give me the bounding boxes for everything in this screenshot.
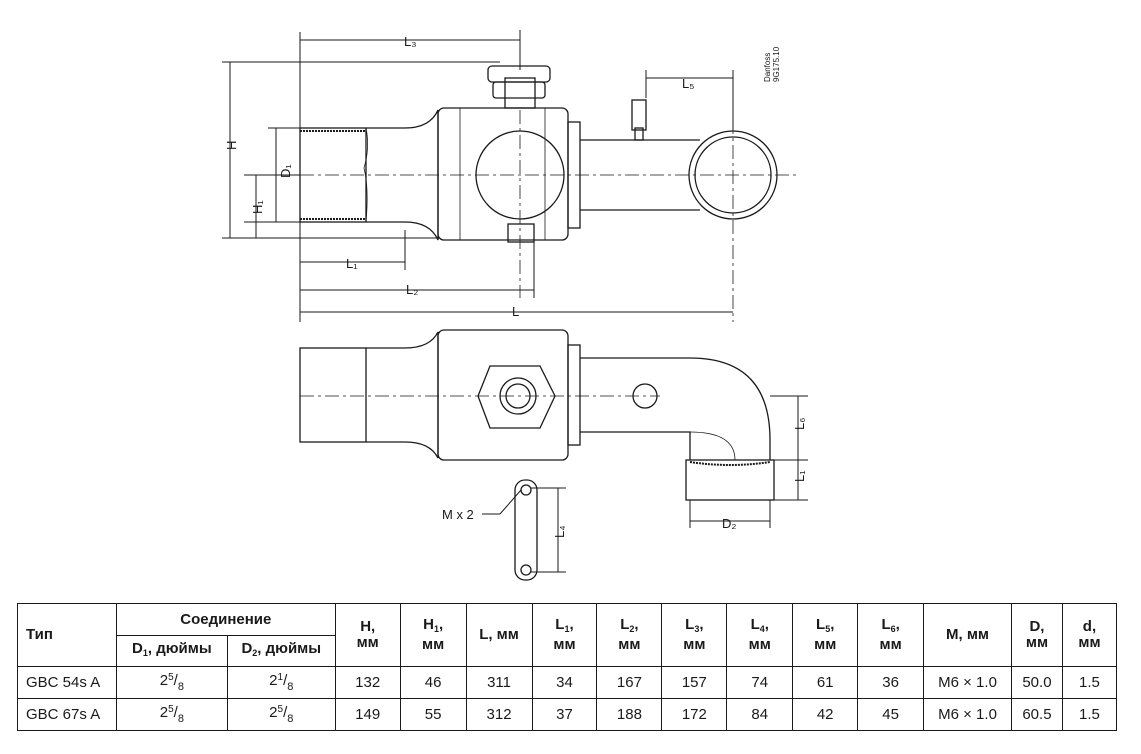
header-h1: H1,мм xyxy=(399,603,467,667)
cell-d2: 21/8 xyxy=(226,666,336,699)
dim-label-l2: L₂ xyxy=(406,282,418,297)
cell-value: M6 × 1.0 xyxy=(923,698,1012,731)
cell-value: 45 xyxy=(857,698,925,731)
cell-type: GBC 67s A xyxy=(17,698,117,731)
header-l2: L2,мм xyxy=(596,603,663,667)
drawing-code-line2: 9G175.10 xyxy=(772,46,781,82)
cell-type: GBC 54s A xyxy=(17,666,117,699)
header-type: Тип xyxy=(17,603,117,667)
cell-value: 61 xyxy=(792,666,859,699)
header-d1: D1, дюймы xyxy=(115,635,228,667)
dim-label-h1: H₁ xyxy=(250,200,265,214)
cell-value: 149 xyxy=(334,698,401,731)
dim-label-l4: L₄ xyxy=(552,525,567,538)
header-l3: L3,мм xyxy=(661,603,728,667)
dim-label-m: M x 2 xyxy=(442,507,474,522)
header-row: Тип Соединение H,мм H1,мм L, мм L1,мм L2… xyxy=(17,603,1118,667)
header-d-small: d,мм xyxy=(1061,603,1118,667)
header-connection: Соединение xyxy=(115,603,336,636)
cell-value: 34 xyxy=(531,666,598,699)
cell-value: M6 × 1.0 xyxy=(923,666,1012,699)
dim-label-l3: L₃ xyxy=(404,34,417,49)
header-l5: L5,мм xyxy=(792,603,859,667)
cell-value: 74 xyxy=(726,666,794,699)
table-row: GBC 54s A 25/8 21/8 132 46 311 34 167 15… xyxy=(17,666,1118,699)
cell-d1: 25/8 xyxy=(115,698,228,731)
cell-value: 312 xyxy=(465,698,533,731)
dim-label-l6: L₆ xyxy=(792,418,807,430)
dim-label-h: H xyxy=(224,141,239,150)
header-m: M, мм xyxy=(923,603,1012,667)
header-l1: L1,мм xyxy=(531,603,598,667)
dim-label-d2: D₂ xyxy=(722,516,736,531)
cell-value: 50.0 xyxy=(1010,666,1063,699)
cell-value: 188 xyxy=(596,698,663,731)
cell-value: 167 xyxy=(596,666,663,699)
table-row: GBC 67s A 25/8 25/8 149 55 312 37 188 17… xyxy=(17,698,1118,731)
cell-d1: 25/8 xyxy=(115,666,228,699)
dim-label-l1: L₁ xyxy=(346,256,358,271)
cell-value: 157 xyxy=(661,666,728,699)
header-d: D,мм xyxy=(1010,603,1063,667)
subheader-row: D1, дюймы D2, дюймы xyxy=(18,635,1117,667)
cell-value: 84 xyxy=(726,698,794,731)
drawing-code-line1: Danfoss xyxy=(763,53,772,82)
top-view xyxy=(299,329,808,528)
cell-value: 172 xyxy=(661,698,728,731)
header-d2: D2, дюймы xyxy=(226,635,336,667)
header-h: H,мм xyxy=(334,603,401,667)
valve-technical-drawing: L₃ L₅ H D₁ H₁ L₁ L₂ L L₆ L₁ D₂ L₄ M x 2 … xyxy=(222,30,808,581)
cell-value: 55 xyxy=(399,698,467,731)
cell-value: 1.5 xyxy=(1061,698,1118,731)
cell-value: 1.5 xyxy=(1061,666,1118,699)
header-l: L, мм xyxy=(465,603,533,667)
dim-label-d1: D₁ xyxy=(278,164,293,178)
cell-value: 36 xyxy=(857,666,925,699)
dim-label-l5: L₅ xyxy=(682,76,694,91)
dim-label-l1-side: L₁ xyxy=(792,470,807,482)
dim-label-l: L xyxy=(512,304,519,319)
cell-value: 311 xyxy=(465,666,533,699)
header-l4: L4,мм xyxy=(726,603,794,667)
front-view xyxy=(222,30,800,322)
cell-d2: 25/8 xyxy=(226,698,336,731)
specifications-table: Тип Соединение H,мм H1,мм L, мм L1,мм L2… xyxy=(17,603,1118,731)
cell-value: 60.5 xyxy=(1010,698,1063,731)
cell-value: 46 xyxy=(399,666,467,699)
cell-value: 37 xyxy=(531,698,598,731)
header-l6: L6,мм xyxy=(857,603,925,667)
mounting-detail xyxy=(482,479,566,581)
cell-value: 42 xyxy=(792,698,859,731)
cell-value: 132 xyxy=(334,666,401,699)
